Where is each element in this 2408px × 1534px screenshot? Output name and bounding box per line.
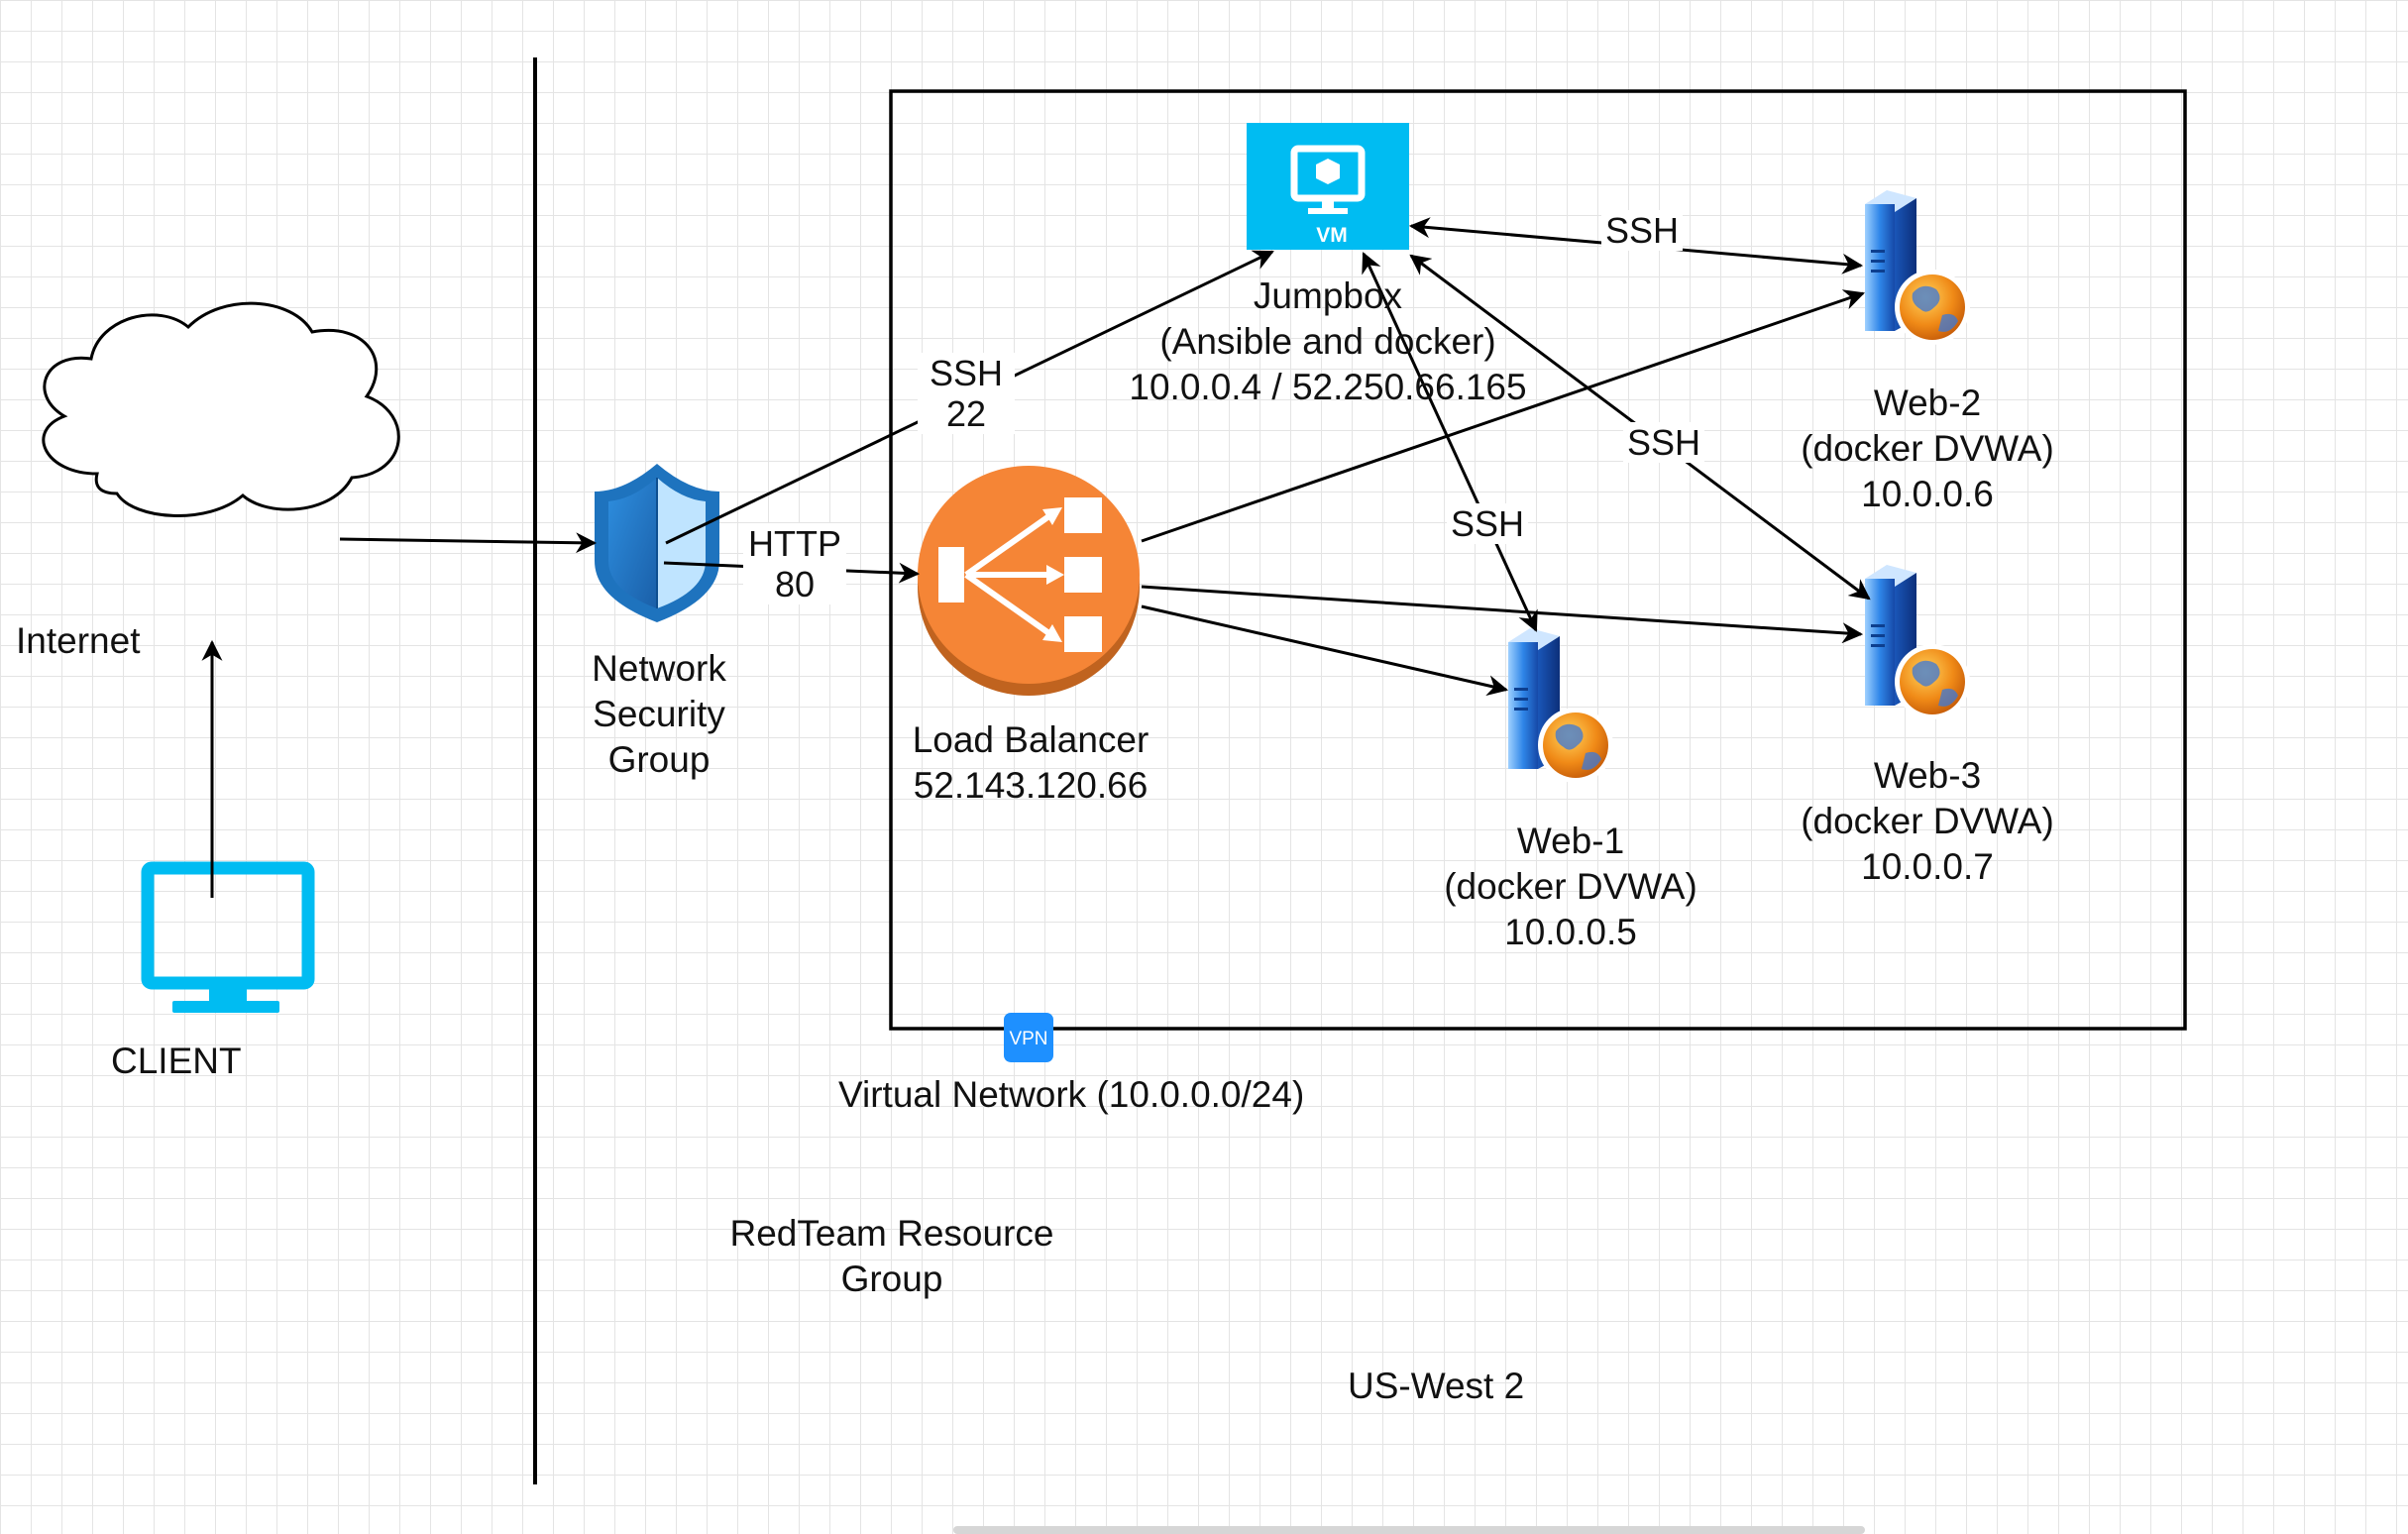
resource-group-line-2: Group — [840, 1259, 943, 1299]
monitor-icon — [141, 861, 315, 1013]
load-balancer-ip: 52.143.120.66 — [913, 765, 1149, 806]
web-2-label: Web-2 (docker DVWA) 10.0.0.6 — [1774, 381, 2081, 517]
load-balancer-label: Load Balancer 52.143.120.66 — [872, 717, 1189, 809]
cloud-icon — [42, 301, 400, 517]
client-label: CLIENT — [111, 1041, 242, 1081]
jumpbox-ip: 10.0.0.4 / 52.250.66.165 — [1129, 367, 1527, 407]
jumpbox-name: Jumpbox — [1253, 275, 1403, 316]
edge-label-ssh-web1: SSH — [1447, 503, 1529, 544]
nsg-label: Network Security Group — [555, 646, 763, 783]
resource-group-line-1: RedTeam Resource — [729, 1213, 1054, 1254]
edge-label-http-port: 80 — [774, 564, 816, 604]
edge-label-ssh-22: SSH 22 — [918, 353, 1015, 434]
edge-label-ssh-22-protocol: SSH — [929, 353, 1004, 393]
web-1-name: Web-1 — [1516, 821, 1625, 861]
web-3-name: Web-3 — [1873, 755, 1982, 796]
web-1-role: (docker DVWA) — [1444, 866, 1697, 907]
web-2-name: Web-2 — [1873, 383, 1982, 423]
load-balancer-icon — [918, 466, 1140, 696]
edge-internet-nsg — [339, 532, 598, 554]
jumpbox-role: (Ansible and docker) — [1159, 321, 1496, 362]
region-label: US-West 2 — [1348, 1366, 1525, 1406]
vm-icon: VM — [1247, 123, 1409, 250]
web-1-label: Web-1 (docker DVWA) 10.0.0.5 — [1417, 819, 1724, 955]
vpn-icon: VPN — [1004, 1013, 1053, 1062]
jumpbox-label: Jumpbox (Ansible and docker) 10.0.0.4 / … — [1090, 274, 1566, 410]
web-2-role: (docker DVWA) — [1801, 428, 2054, 469]
edge-label-ssh-web3: SSH — [1623, 422, 1705, 463]
edge-lb-web3 — [1141, 585, 1864, 644]
load-balancer-name: Load Balancer — [912, 719, 1149, 760]
edge-lb-web1 — [1141, 604, 1509, 697]
edge-label-http-protocol: HTTP — [748, 523, 841, 564]
edge-label-ssh-22-port: 22 — [945, 393, 987, 434]
web-2-ip: 10.0.0.6 — [1861, 474, 1994, 514]
internet-label: Internet — [16, 620, 141, 661]
web-3-label: Web-3 (docker DVWA) 10.0.0.7 — [1774, 753, 2081, 890]
nsg-label-line-3: Group — [607, 739, 711, 780]
web-2-server-icon — [1865, 190, 1970, 345]
edge-label-http: HTTP 80 — [743, 523, 846, 604]
shield-icon — [595, 464, 719, 622]
web-3-server-icon — [1865, 565, 1970, 719]
web-3-role: (docker DVWA) — [1801, 801, 2054, 841]
horizontal-scrollbar[interactable] — [953, 1526, 1865, 1534]
web-3-ip: 10.0.0.7 — [1861, 846, 1994, 887]
virtual-network-boundary — [889, 89, 2187, 1031]
nsg-label-line-1: Network — [592, 648, 726, 689]
resource-group-label: RedTeam Resource Group — [694, 1211, 1090, 1302]
web-1-server-icon — [1508, 628, 1613, 783]
nsg-label-line-2: Security — [593, 694, 725, 734]
edge-label-ssh-web2: SSH — [1601, 210, 1684, 251]
virtual-network-label: Virtual Network (10.0.0.0/24) — [838, 1074, 1305, 1115]
web-1-ip: 10.0.0.5 — [1504, 912, 1637, 952]
vpn-badge: VPN — [1009, 1029, 1047, 1049]
vm-badge: VM — [1316, 224, 1348, 247]
